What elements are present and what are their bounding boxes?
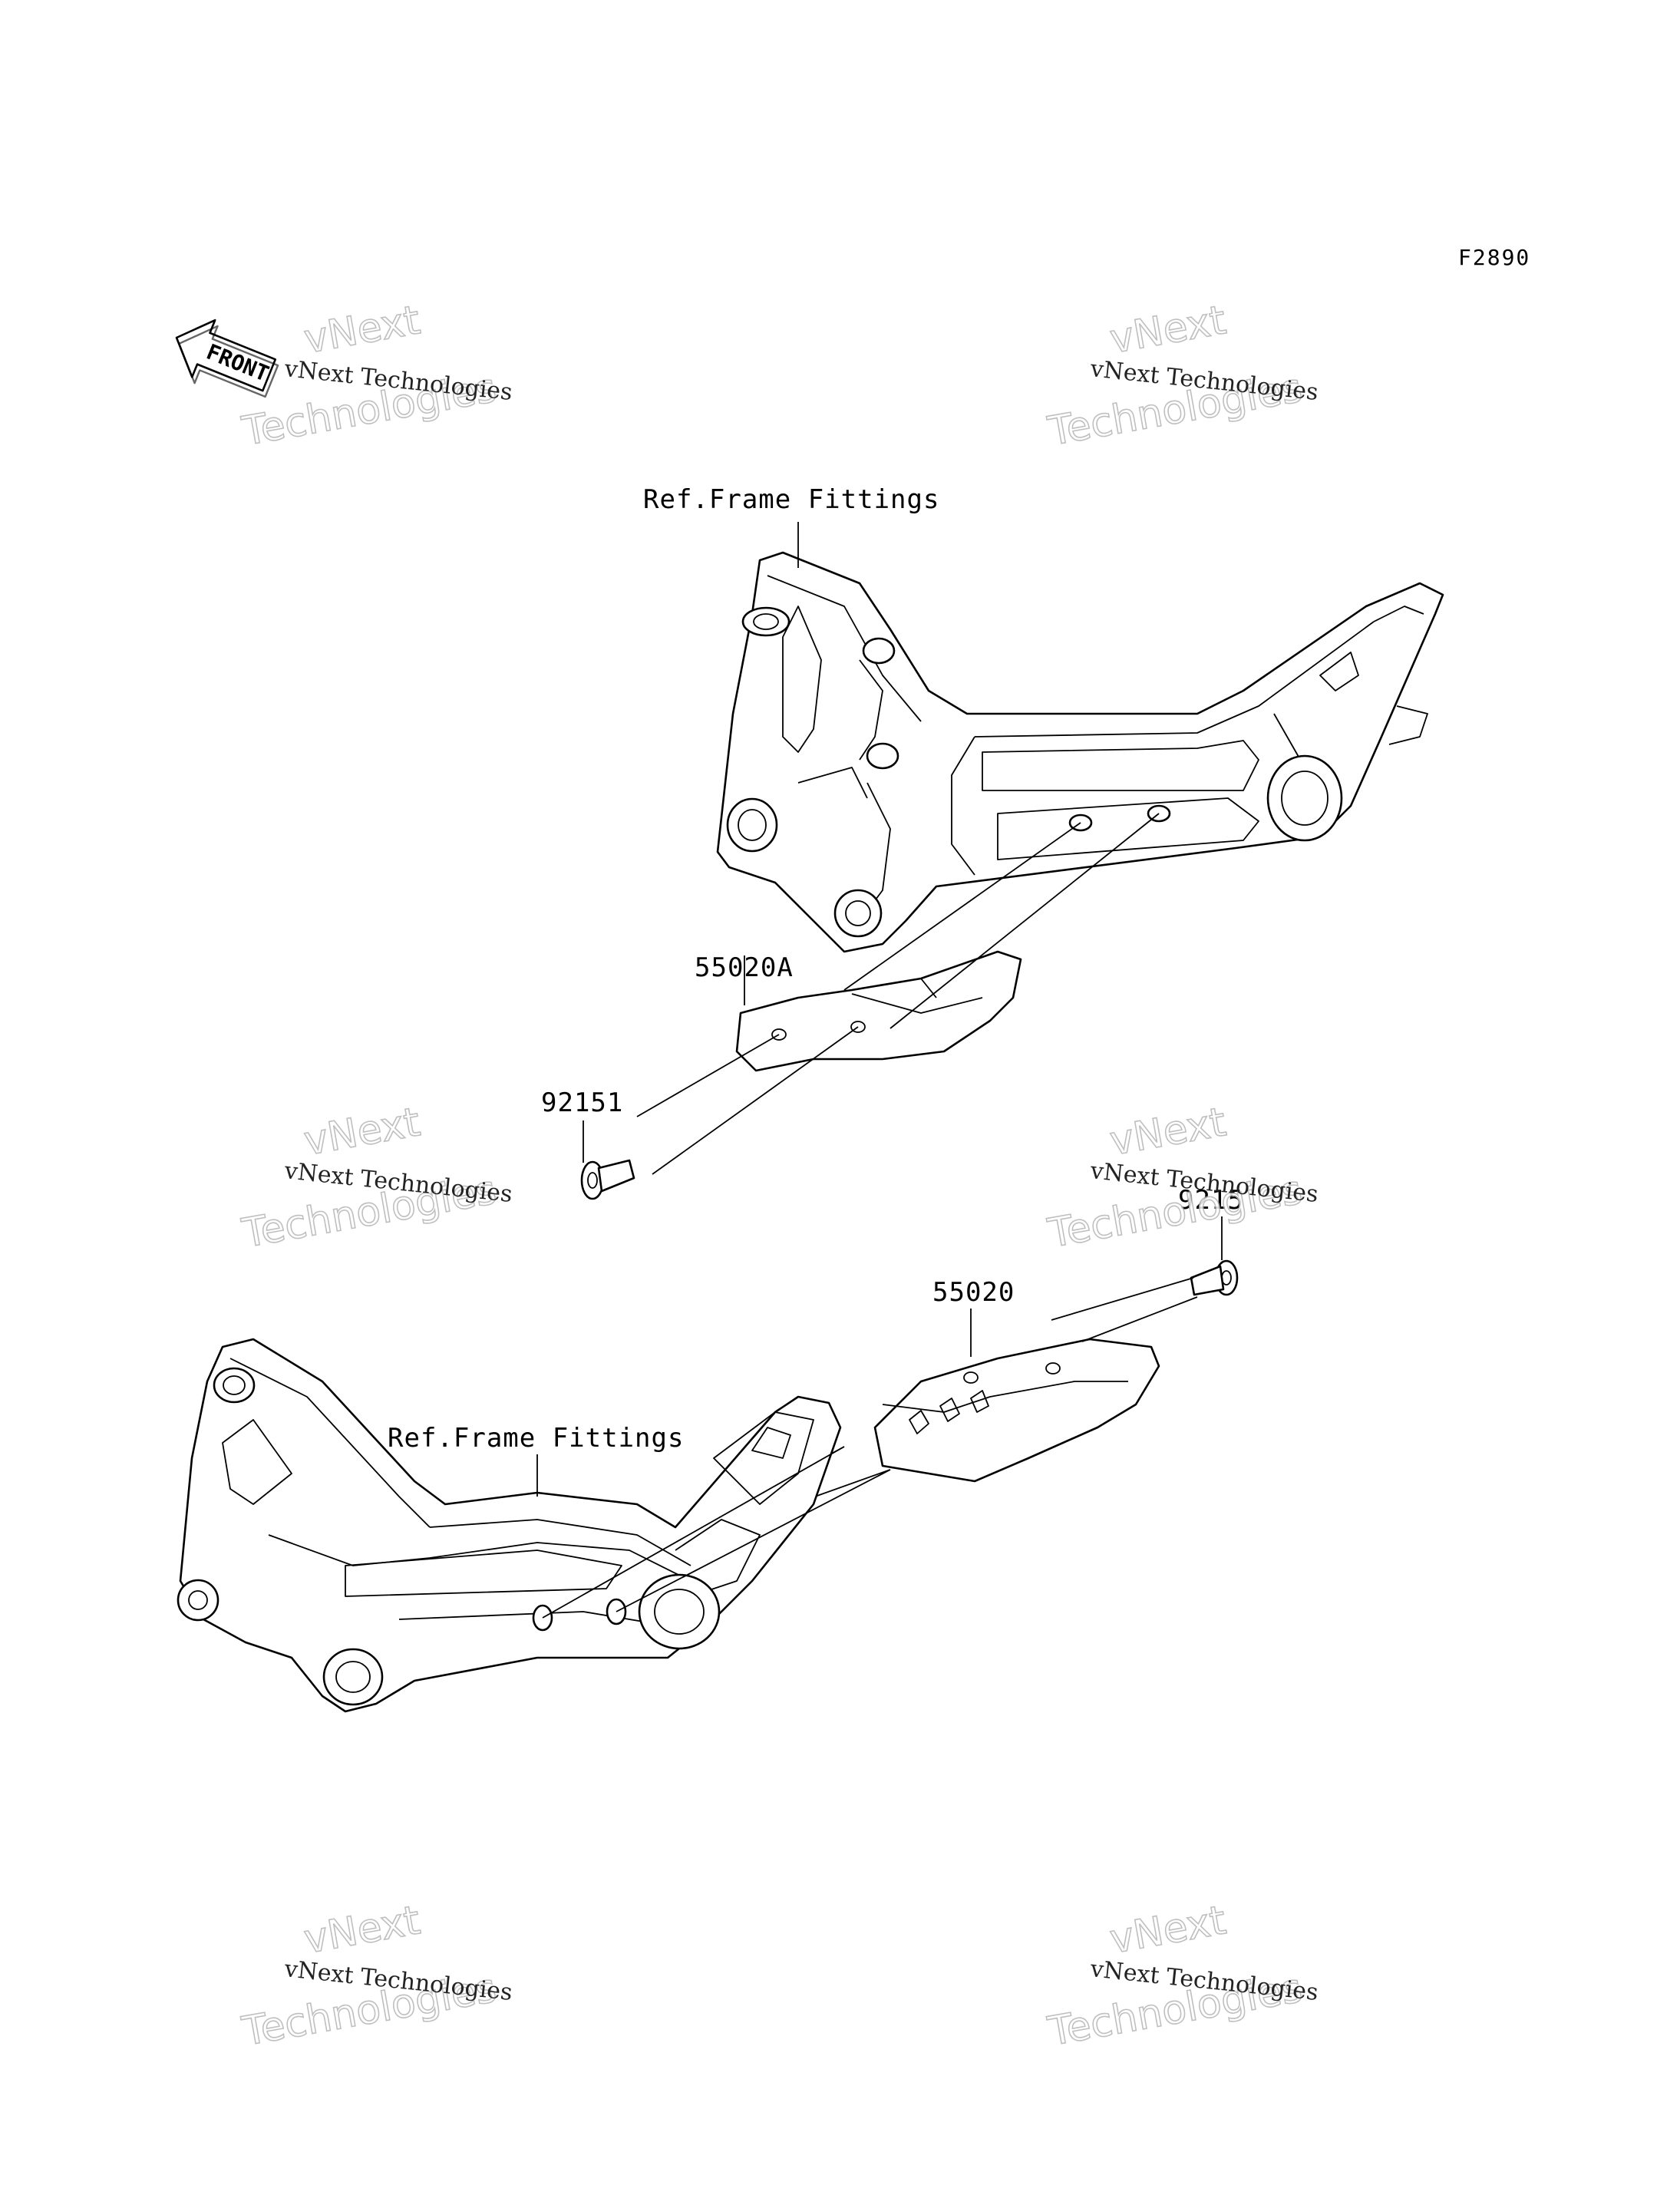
watermark-bottom-right: vNext Technologies vNext Technologies: [1044, 1897, 1319, 2056]
ref-frame-fittings-top-label: Ref.Frame Fittings: [643, 484, 939, 515]
bottom-frame-bracket: [177, 1338, 842, 1713]
svg-text:vNext: vNext: [301, 297, 424, 362]
guide-line: [890, 813, 1160, 1029]
guide-line: [616, 1469, 891, 1612]
front-arrow-icon: FRONT: [175, 318, 279, 398]
watermark-mid-right: vNext Technologies vNext Technologies: [1044, 1099, 1319, 1258]
bolt-92151-right: [1190, 1259, 1239, 1296]
svg-text:vNext: vNext: [301, 1099, 424, 1164]
svg-text:vNext: vNext: [1107, 1099, 1229, 1164]
guide-line: [636, 1034, 780, 1117]
diagram-code: F2890: [1458, 245, 1530, 270]
top-frame-bracket: [716, 551, 1444, 953]
guide-line: [652, 1026, 859, 1175]
svg-text:vNext: vNext: [1107, 297, 1229, 362]
part-92151-left-label: 92151: [541, 1087, 623, 1118]
watermark-mid-left: vNext Technologies vNext Technologies: [238, 1099, 513, 1258]
svg-text:vNext: vNext: [301, 1897, 424, 1962]
ref-frame-fittings-bottom-label: Ref.Frame Fittings: [388, 1423, 684, 1454]
guide-line: [542, 1446, 845, 1619]
watermark-bottom-left: vNext Technologies vNext Technologies: [238, 1897, 513, 2056]
heel-guard-55020: [873, 1338, 1160, 1483]
guide-line: [1051, 1277, 1194, 1321]
watermark-top-right: vNext Technologies vNext Technologies: [1044, 297, 1319, 456]
watermark-top-left: vNext Technologies vNext Technologies: [238, 297, 513, 456]
svg-text:vNext: vNext: [1107, 1897, 1229, 1962]
guide-line: [1081, 1296, 1198, 1342]
part-9215-label: 9215: [1178, 1185, 1244, 1216]
part-55020A-label: 55020A: [695, 952, 794, 983]
part-55020-label: 55020: [932, 1277, 1015, 1308]
guide-line: [843, 822, 1081, 991]
bolt-92151-left: [580, 1159, 635, 1200]
